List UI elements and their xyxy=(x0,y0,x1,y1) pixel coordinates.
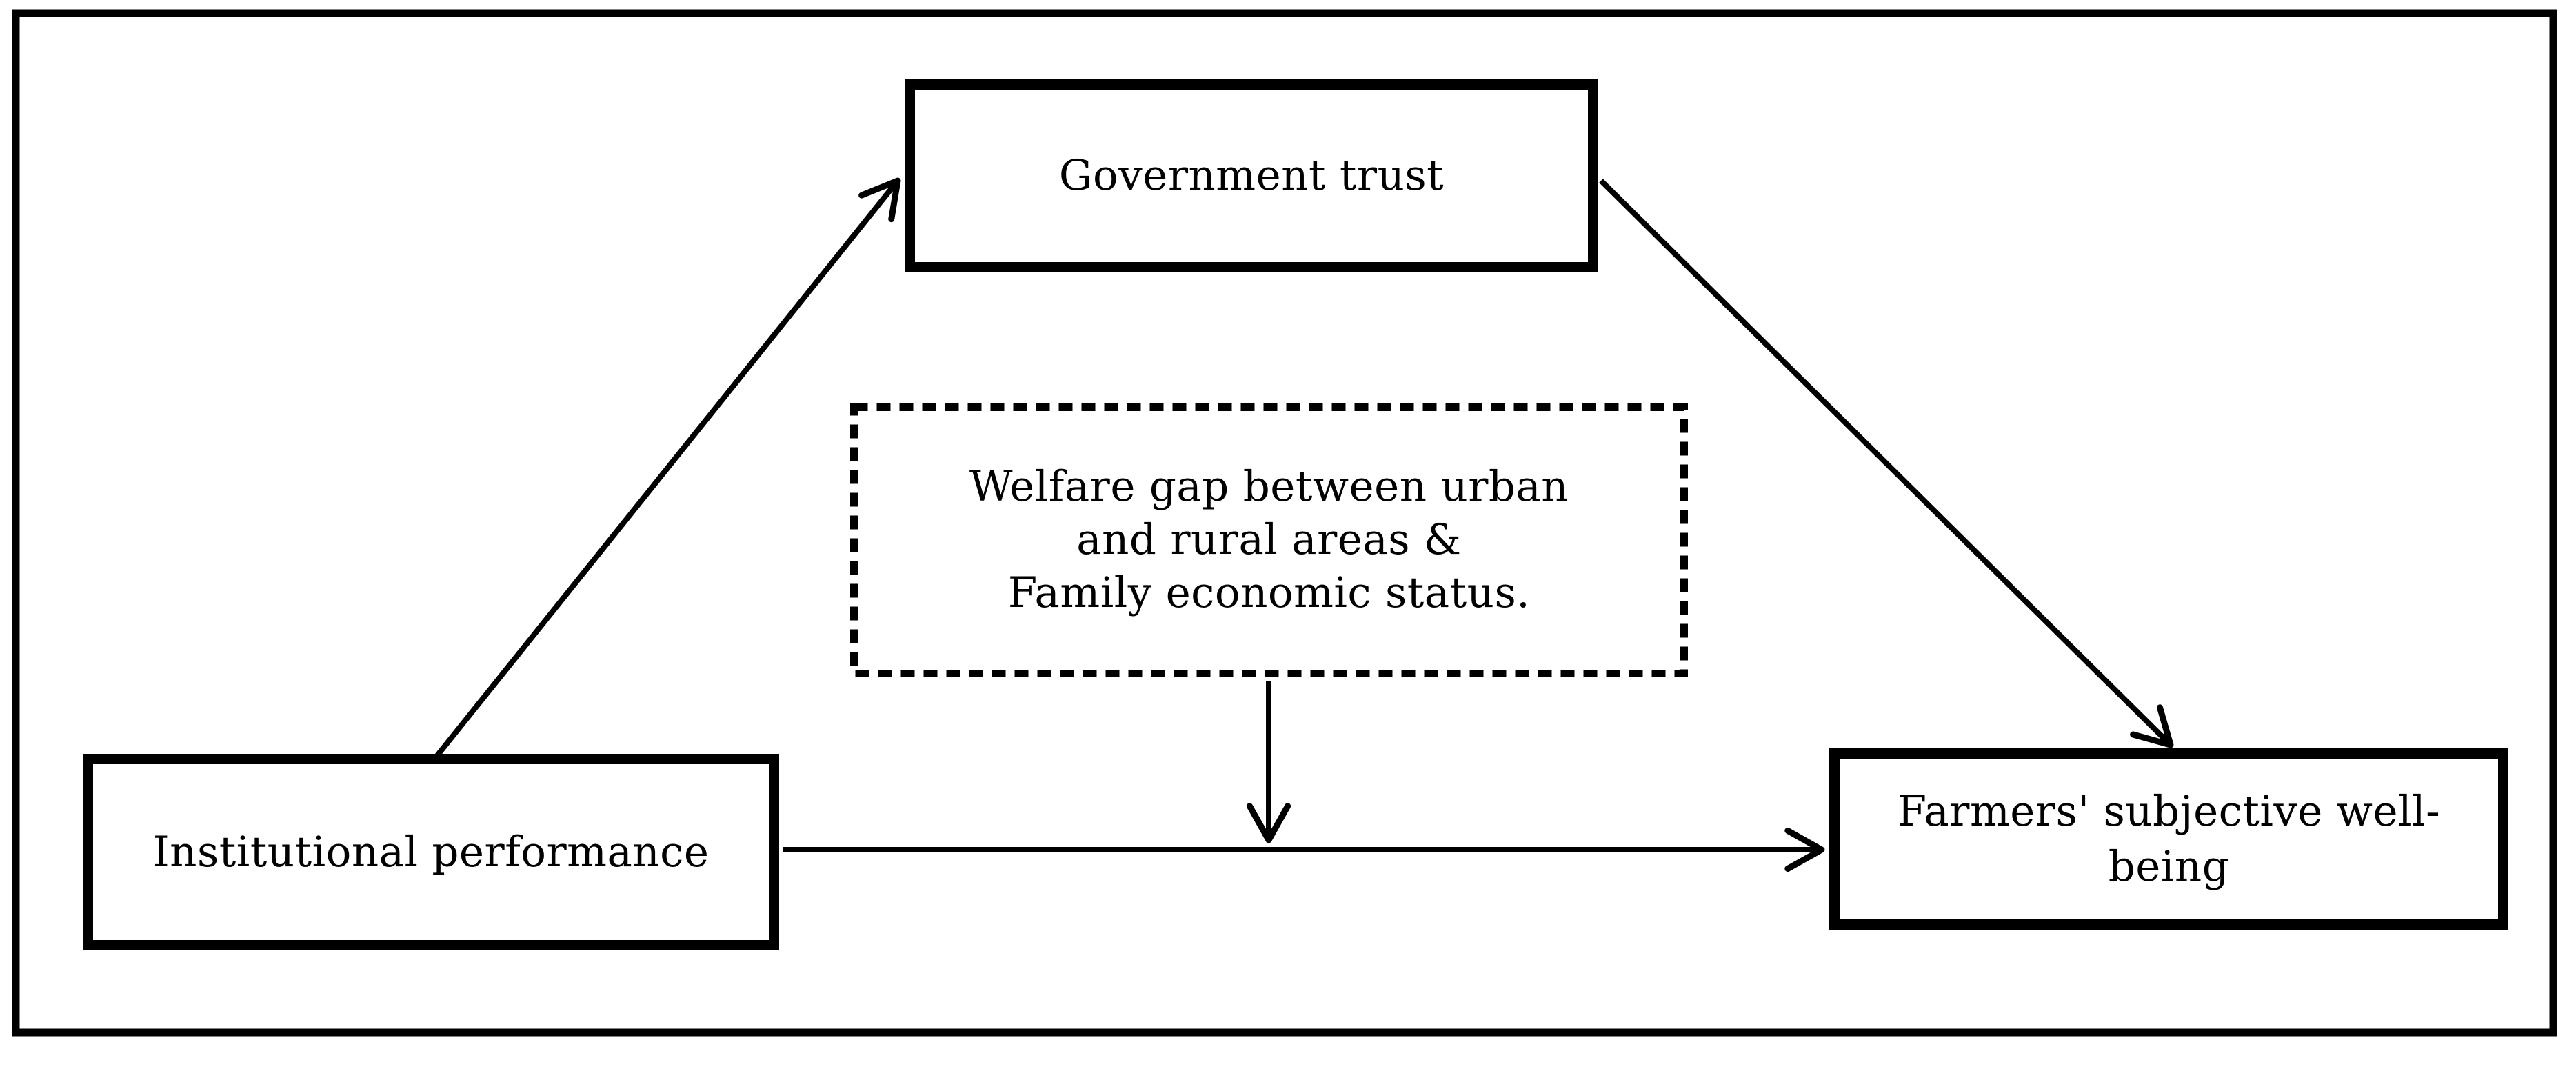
farmers-wellbeing-box xyxy=(1829,748,2508,930)
institutional-performance-box xyxy=(83,754,779,950)
government-trust-box xyxy=(905,79,1598,272)
figure-frame xyxy=(12,9,2557,1037)
welfare-gap-dashed-box xyxy=(850,403,1688,677)
arrow-government-to-farmers xyxy=(1599,179,2174,748)
arrow-institutional-to-government xyxy=(433,177,901,759)
